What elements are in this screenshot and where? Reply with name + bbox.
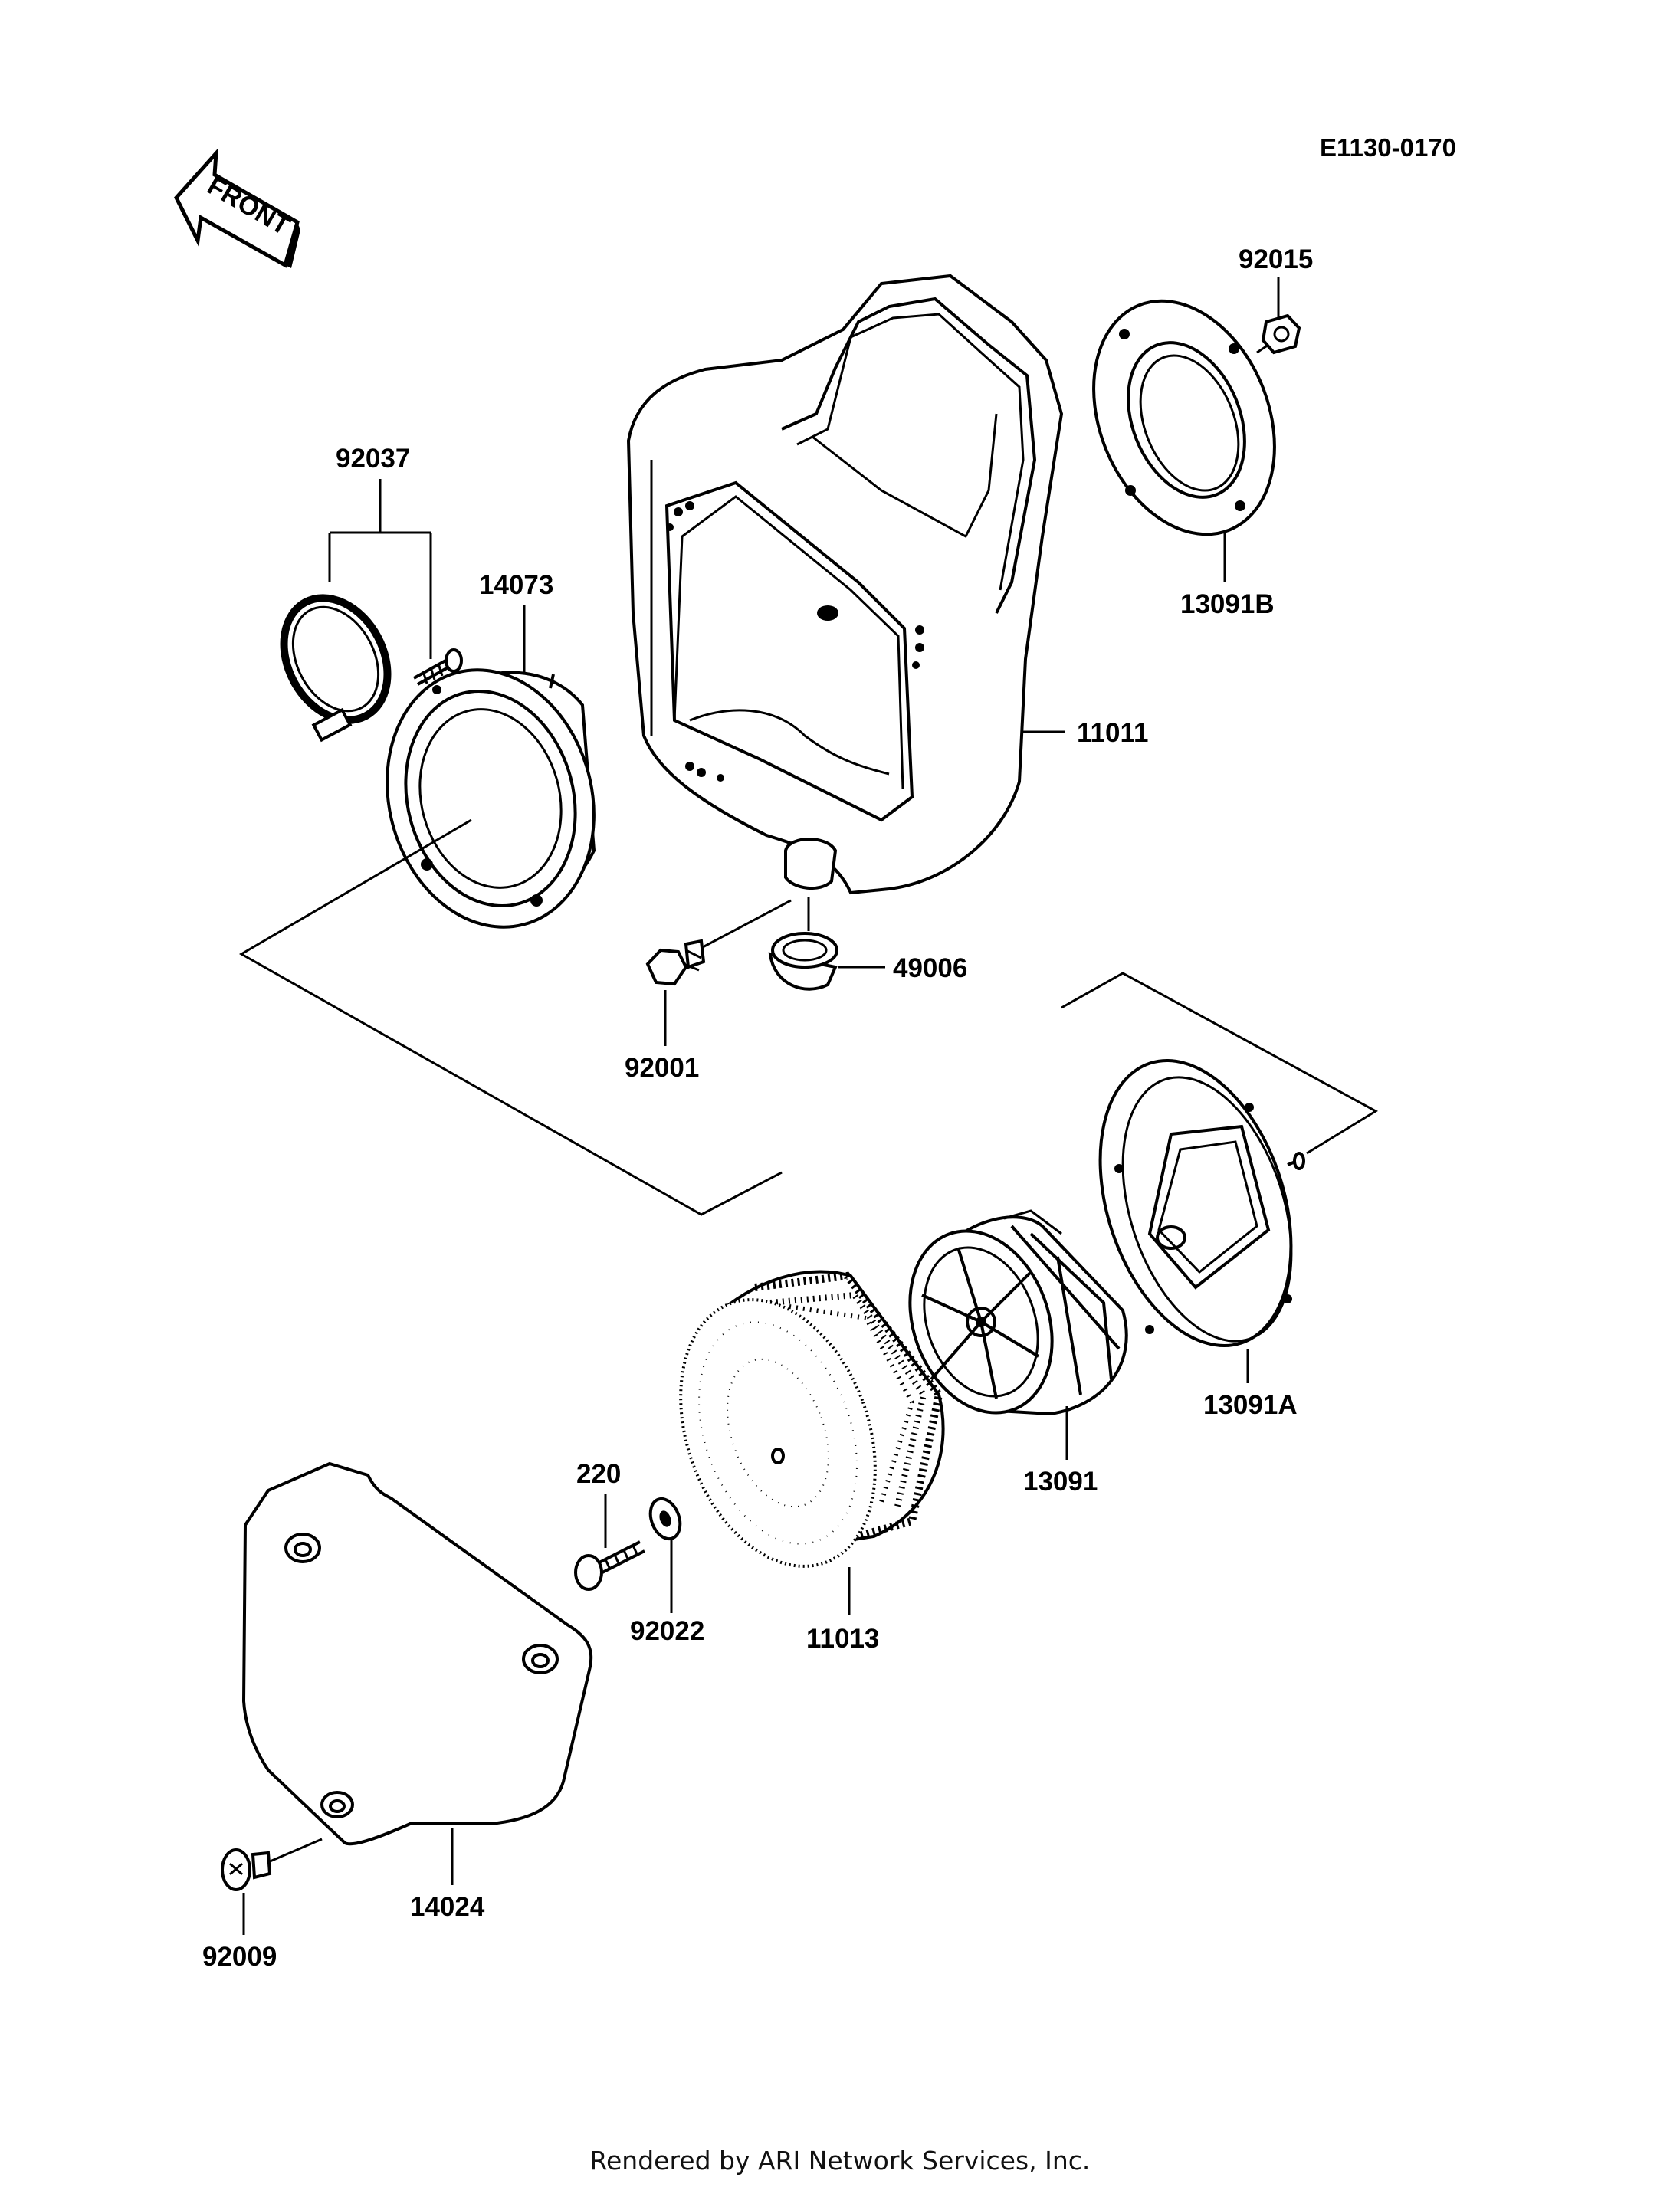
drain-cap-49006 [768,932,838,991]
hose-clamp [280,594,392,743]
part-label-92022: 92022 [630,1616,704,1646]
part-label-14024: 14024 [410,1892,485,1922]
foam-filter-element [679,1270,945,1568]
part-label-92009: 92009 [202,1942,277,1972]
part-label-92001: 92001 [625,1053,699,1083]
filter-cage-13091 [908,1209,1128,1416]
part-label-11013: 11013 [806,1624,879,1654]
gasket-13091b [1092,299,1281,582]
part-label-220: 220 [576,1459,621,1489]
part-label-49006: 49006 [893,953,967,983]
air-box-housing [626,274,1065,895]
footer-credit: Rendered by ARI Network Services, Inc. [589,2146,1091,2176]
part-label-92015: 92015 [1239,244,1313,274]
part-label-13091b: 13091B [1180,589,1275,619]
screw-92009 [221,1848,272,1891]
washer-92022 [648,1497,682,1541]
part-label-14073: 14073 [479,570,553,600]
part-label-11011: 11011 [1077,718,1148,748]
part-label-13091a: 13091A [1203,1390,1298,1420]
part-label-13091: 13091 [1023,1467,1098,1497]
cap-14073 [386,668,596,929]
clamp-screw [413,648,463,686]
bolt-92001 [645,939,706,986]
screw-220 [574,1540,645,1591]
diagram-code: E1130-0170 [1320,133,1456,162]
base-plate-13091a [1098,1058,1305,1348]
front-arrow-icon: FRONT [174,147,300,268]
side-cover-14024 [241,1461,593,1846]
nut-92015 [1261,277,1301,355]
part-label-92037: 92037 [336,444,410,474]
